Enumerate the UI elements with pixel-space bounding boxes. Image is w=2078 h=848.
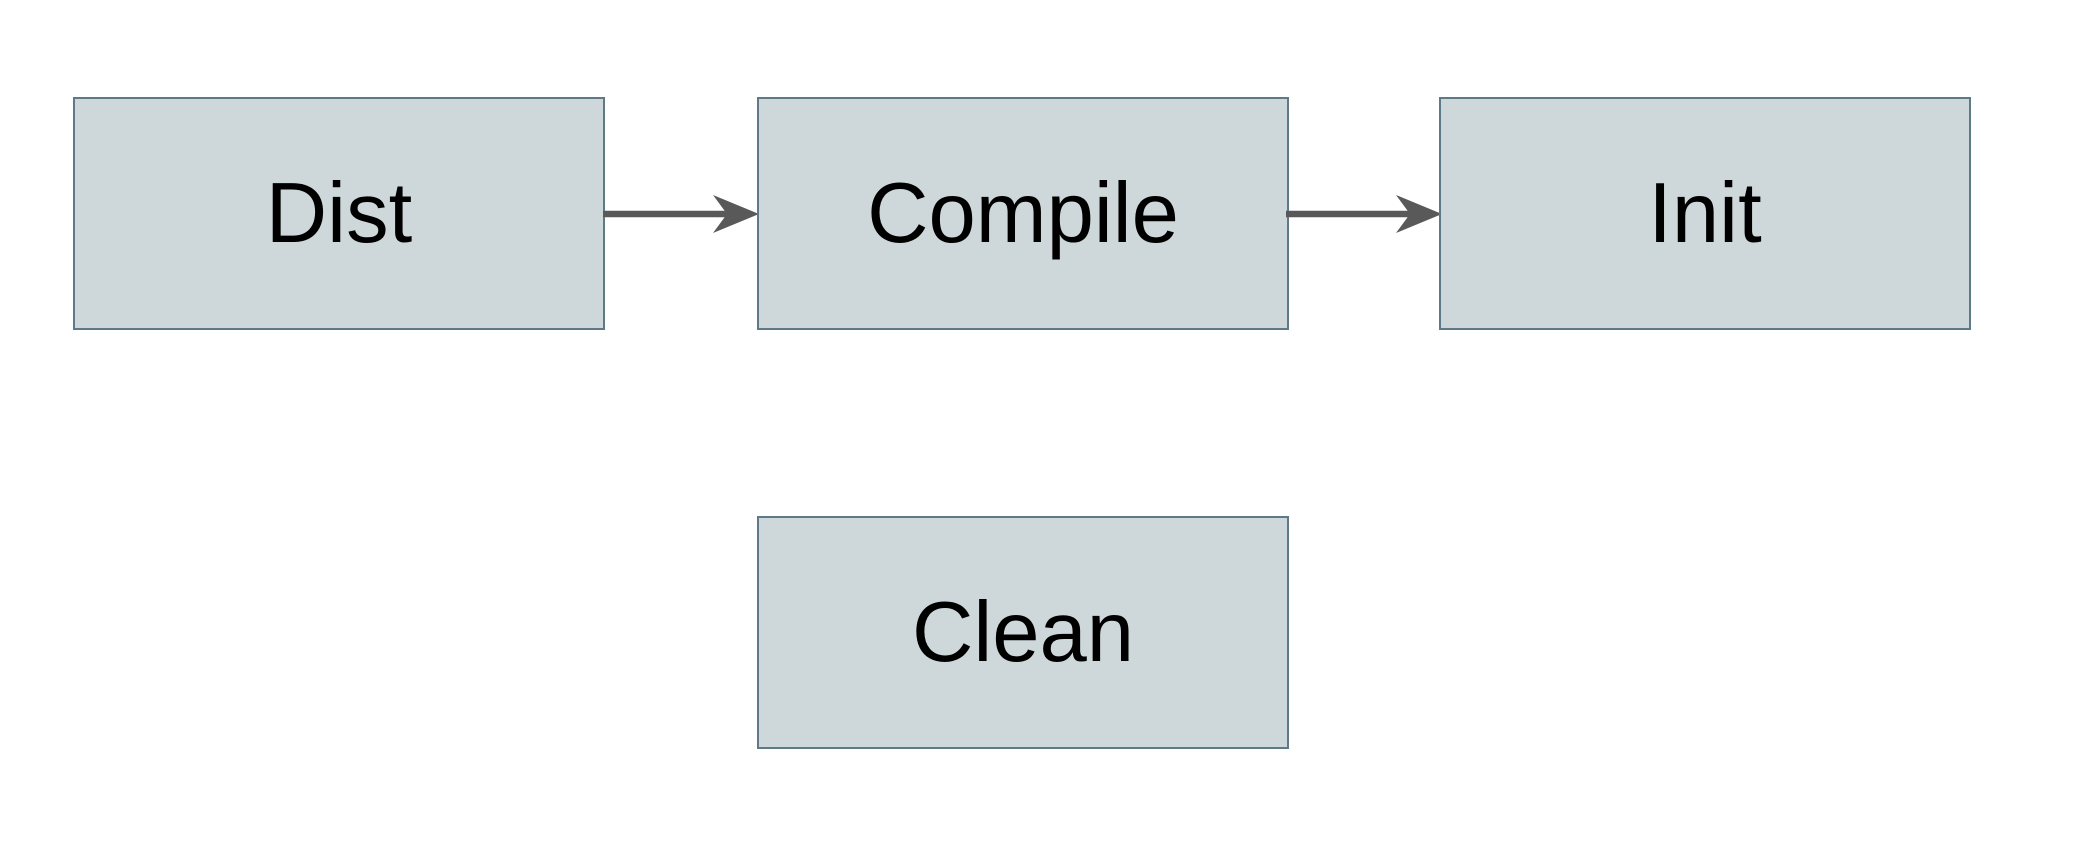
node-dist-label: Dist [265, 166, 413, 261]
arrowhead-right-icon [713, 195, 759, 233]
connector-arrow-compile-init[interactable] [1285, 192, 1443, 236]
node-clean-label: Clean [911, 585, 1135, 680]
node-dist[interactable]: Dist [73, 97, 605, 330]
node-init[interactable]: Init [1439, 97, 1971, 330]
node-compile[interactable]: Compile [757, 97, 1289, 330]
connector-arrow-dist-compile[interactable] [602, 192, 760, 236]
node-clean[interactable]: Clean [757, 516, 1289, 749]
arrowhead-right-icon [1396, 195, 1442, 233]
node-init-label: Init [1648, 166, 1762, 261]
node-compile-label: Compile [867, 166, 1179, 261]
